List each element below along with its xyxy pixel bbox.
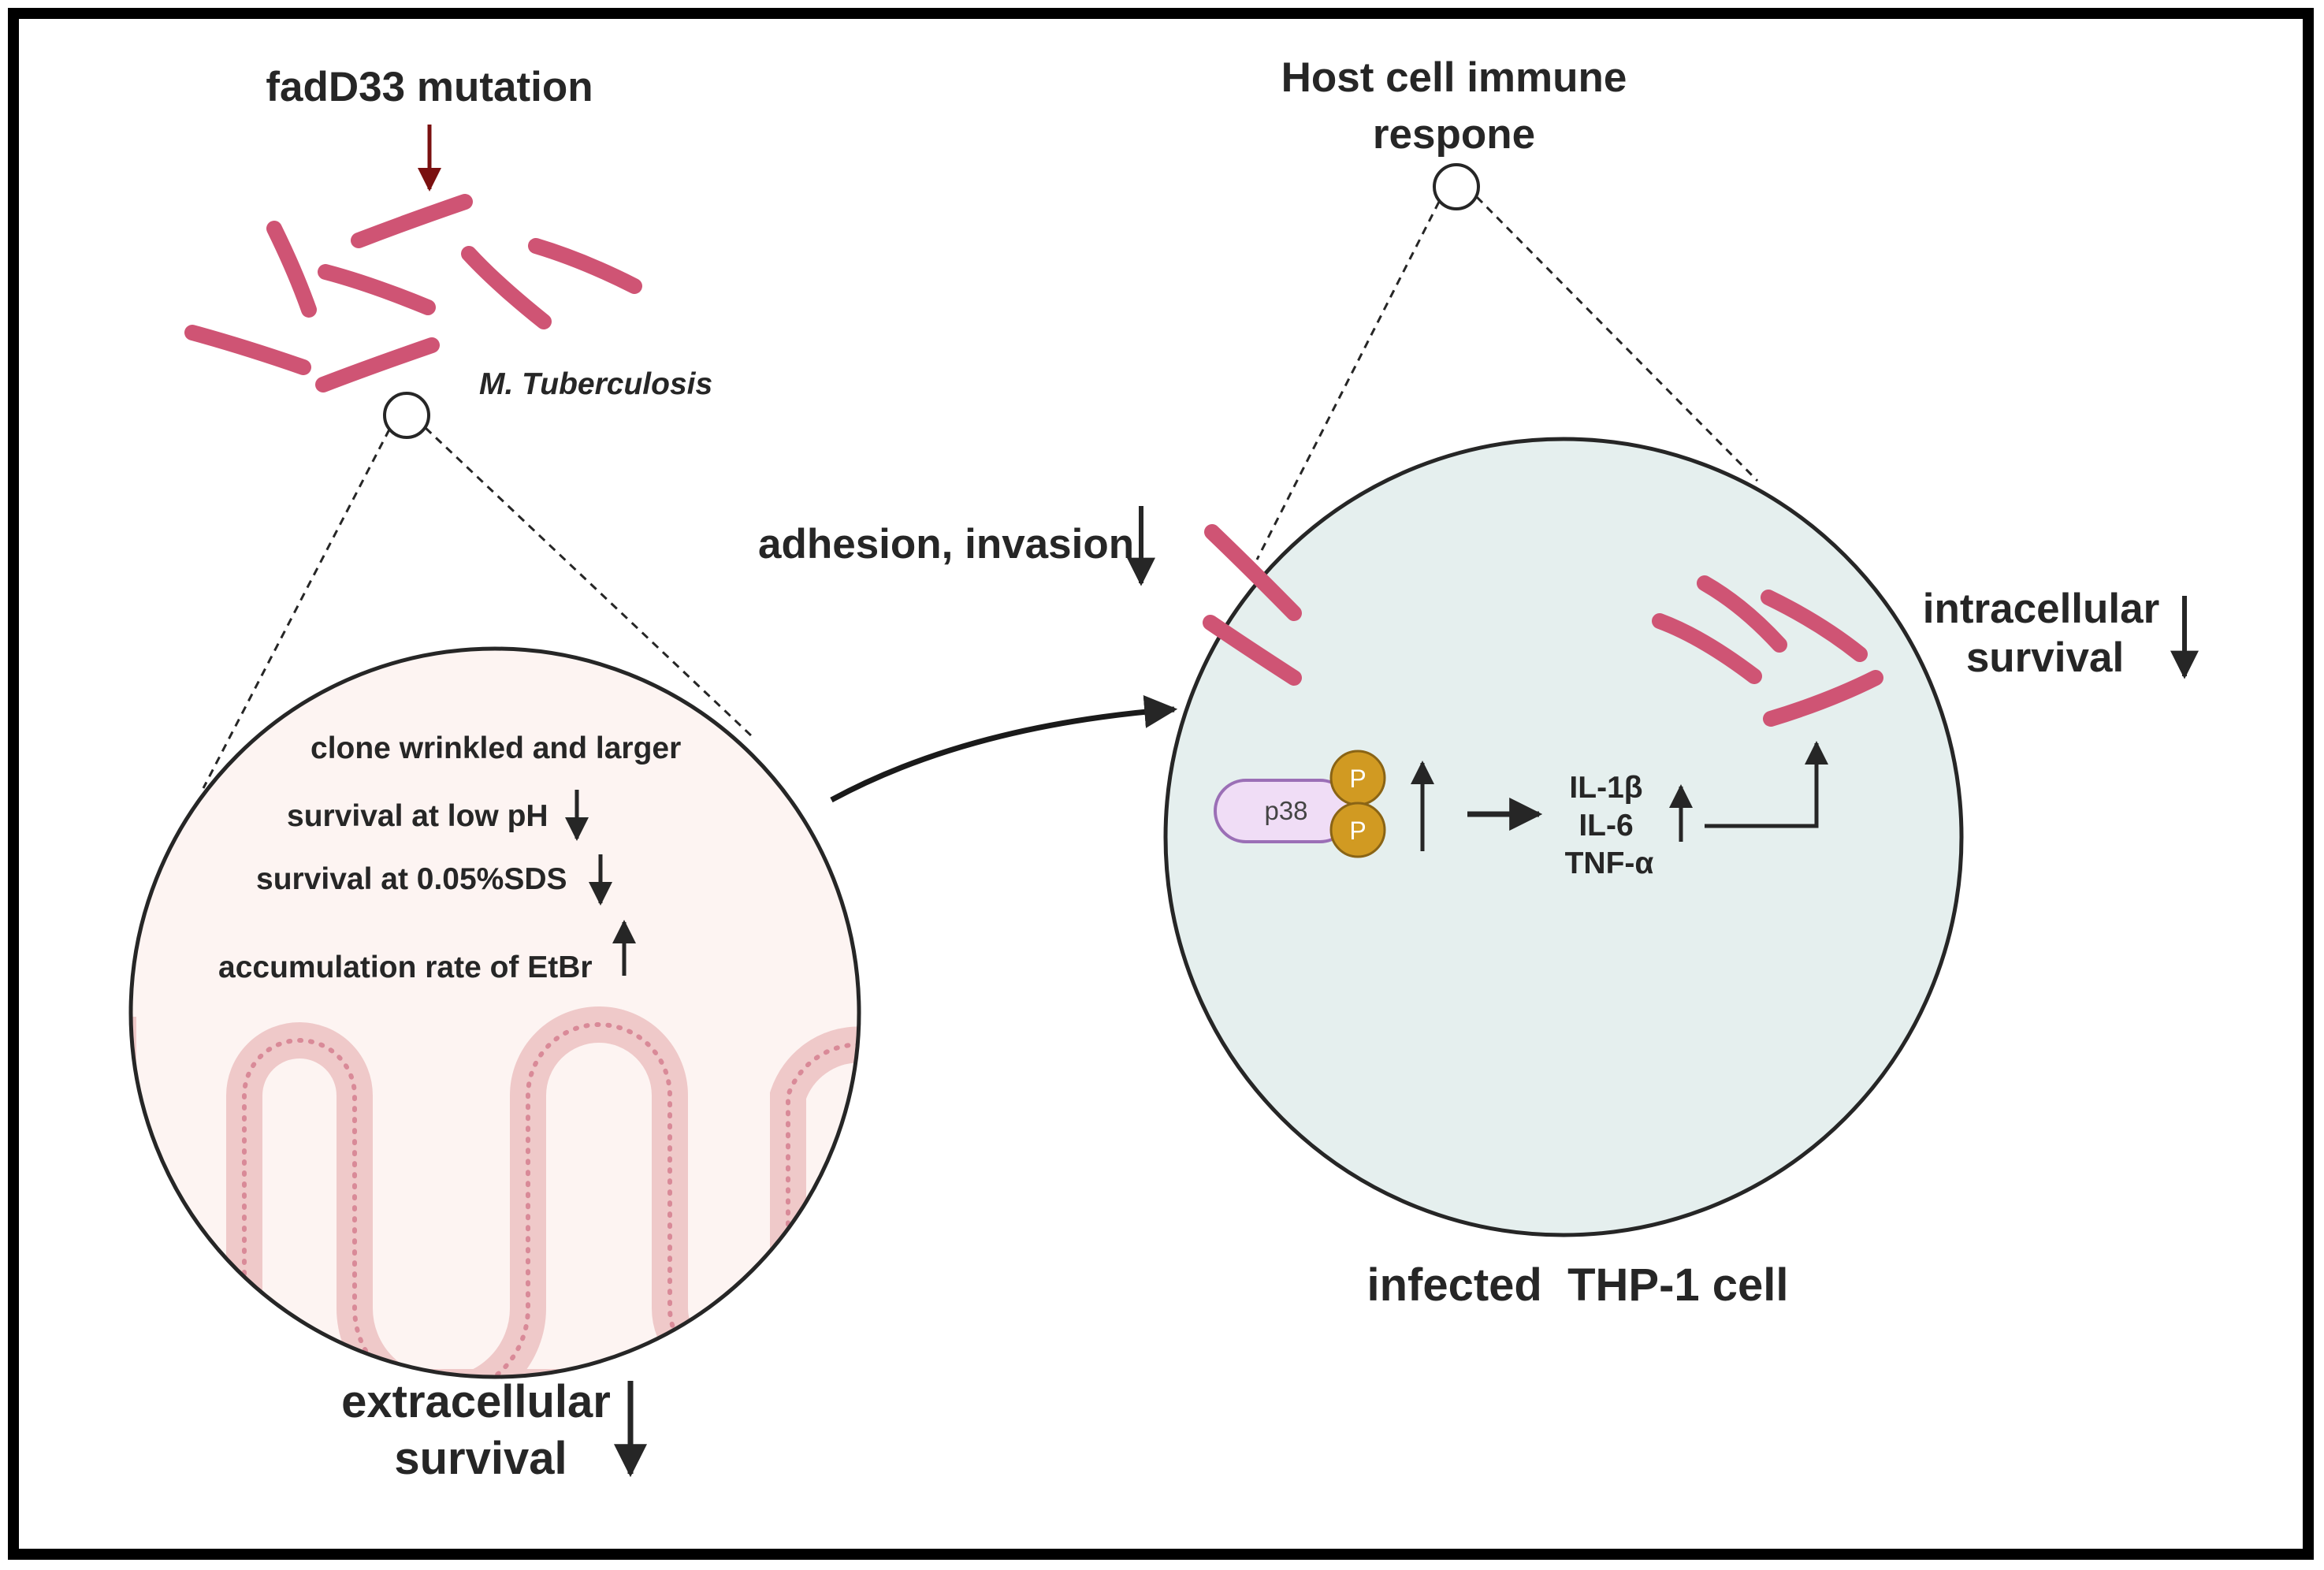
organism-label: M. Tuberculosis xyxy=(479,367,712,401)
zoom-lens-left xyxy=(383,392,430,439)
bacterium xyxy=(1761,590,1868,662)
extracellular-label-line1: extracellular xyxy=(341,1376,611,1427)
intracellular-bacteria xyxy=(1652,575,1883,727)
extracellular-label-line2: survival xyxy=(394,1433,567,1484)
bacterium xyxy=(1204,524,1302,621)
bacterium xyxy=(184,325,311,375)
pathway-arrow xyxy=(1705,741,1828,828)
bacterium xyxy=(315,337,440,392)
infected-cell-label: infected THP-1 cell xyxy=(1367,1259,1788,1311)
sds-label: survival at 0.05%SDS xyxy=(256,862,567,896)
phosphate-label: P xyxy=(1349,765,1366,793)
mutation-label: fadD33 mutation xyxy=(266,64,593,110)
bacterium xyxy=(1652,613,1762,684)
invading-bacteria xyxy=(1203,524,1302,686)
intracellular-label-line1: intracellular xyxy=(1923,586,2159,632)
clone-label: clone wrinkled and larger xyxy=(310,731,681,765)
adhesion-label: adhesion, invasion xyxy=(758,521,1134,567)
intracellular-label-line2: survival xyxy=(1966,634,2124,681)
bacterium xyxy=(266,221,317,318)
transition-arrow xyxy=(830,694,1178,803)
low-ph-label: survival at low pH xyxy=(287,799,548,833)
bacteria-cluster xyxy=(184,194,642,392)
zoom-line xyxy=(424,426,754,738)
bacterium xyxy=(528,238,642,294)
bacterium xyxy=(1697,575,1787,653)
zoom-line xyxy=(1255,201,1441,560)
bacterium xyxy=(1763,670,1883,727)
zoom-lens-right xyxy=(1433,163,1480,210)
bacterium xyxy=(461,246,552,329)
phosphate-group xyxy=(1329,802,1386,858)
phosphate-label: P xyxy=(1349,817,1366,845)
host-label-line1: Host cell immune xyxy=(1281,54,1627,101)
il6-label: IL-6 xyxy=(1578,809,1633,843)
etbr-label: accumulation rate of EtBr xyxy=(218,951,593,984)
zoom-line xyxy=(202,429,391,789)
p38-complex: p38 P P xyxy=(1214,750,1386,858)
il1b-label: IL-1β xyxy=(1569,771,1642,805)
host-label-line2: respone xyxy=(1373,111,1535,158)
bacterium xyxy=(318,264,436,315)
bacterium xyxy=(351,194,473,248)
gut-zoom-circle xyxy=(128,646,861,1379)
tnfa-label: TNF-α xyxy=(1565,846,1654,880)
bacterium xyxy=(1203,615,1302,686)
p38-label: p38 xyxy=(1264,796,1307,825)
zoom-line xyxy=(1475,195,1759,482)
